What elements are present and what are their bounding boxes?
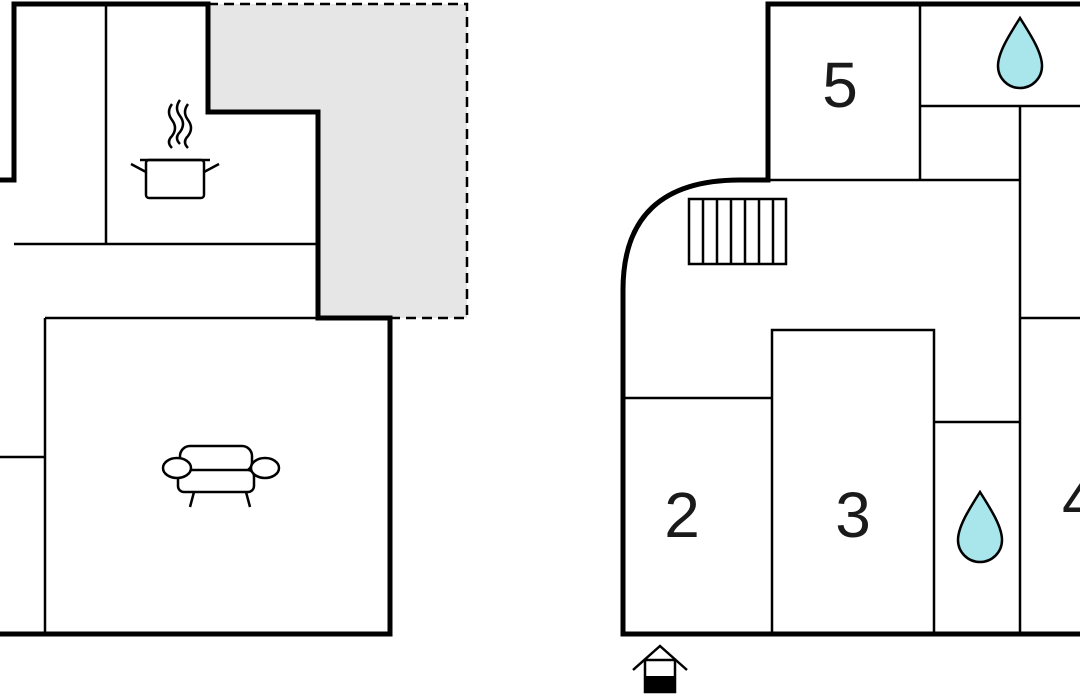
terrace-dashed-border xyxy=(208,2,469,320)
left-outer-wall xyxy=(0,1,393,637)
right-outer-wall xyxy=(620,1,1080,637)
water-drop-icon xyxy=(996,15,1044,90)
terrace-area xyxy=(208,4,467,318)
right-building: 5 2 3 4 xyxy=(620,1,1080,694)
entrance-house-icon xyxy=(632,644,688,694)
room-label-3: 3 xyxy=(835,479,871,551)
stairs-icon xyxy=(687,197,788,266)
water-drop-icon xyxy=(956,489,1004,564)
sofa-icon xyxy=(161,444,281,508)
room-label-2: 2 xyxy=(664,479,700,551)
left-building xyxy=(0,1,469,637)
room3-walls xyxy=(770,328,936,634)
room-label-5: 5 xyxy=(822,49,858,121)
room-label-4: 4 xyxy=(1062,464,1080,536)
kitchen-pot-icon xyxy=(130,99,220,200)
